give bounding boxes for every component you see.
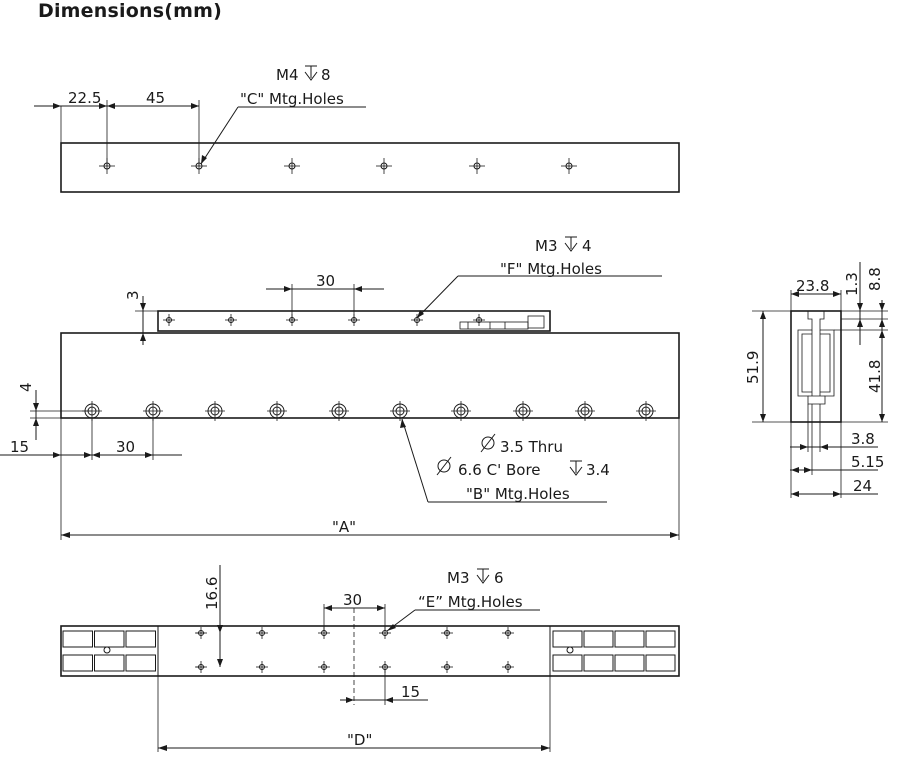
magnet-block: [583, 630, 614, 648]
end-t2-label: 8.8: [866, 267, 884, 291]
depth-symbol-icon: [569, 460, 583, 476]
alignment-pin-icon: [103, 646, 111, 654]
page-title: Dimensions(mm): [38, 0, 222, 22]
f-mounting-hole: [473, 314, 485, 326]
f-thread-label: M3: [535, 237, 558, 255]
c-mounting-hole: [284, 158, 300, 174]
b-mounting-hole: [329, 401, 349, 421]
c-mounting-holes: [99, 158, 577, 174]
end-w3-label: 24: [853, 477, 872, 495]
b-mounting-hole: [143, 401, 163, 421]
connector-detail: [459, 315, 545, 330]
length-a-label: "A": [332, 518, 356, 536]
b-mounting-hole: [451, 401, 471, 421]
side-view-body: [60, 332, 680, 419]
end-w2-label: 5.15: [851, 453, 884, 471]
top-view: 22.5 45 M4 8 "C" Mtg.Holes: [34, 65, 680, 193]
b-pitch-label: 30: [116, 438, 135, 456]
end-view: 23.8 51.9 1.3 8.8 41.8 3.8: [744, 262, 888, 498]
b-thru-label: 3.5 Thru: [500, 438, 563, 456]
e-mounting-holes: [195, 627, 514, 673]
e-depth-label: 6: [494, 569, 504, 587]
magnet-block: [583, 654, 614, 672]
e-mounting-hole: [379, 661, 391, 673]
c-depth-label: 8: [321, 66, 331, 84]
e-holes-label: “E” Mtg.Holes: [418, 593, 523, 611]
c-mounting-hole: [561, 158, 577, 174]
c-holes-label: "C" Mtg.Holes: [240, 90, 344, 108]
step-height-label: 3: [124, 290, 142, 300]
e-height-label: 16.6: [203, 577, 221, 610]
b-offset-label: 15: [10, 438, 29, 456]
c-mounting-hole: [469, 158, 485, 174]
b-mounting-hole: [267, 401, 287, 421]
e-mounting-hole: [256, 627, 268, 639]
e-pitch-label: 30: [343, 591, 362, 609]
diameter-symbol-icon: [436, 456, 452, 476]
depth-symbol-icon: [476, 568, 490, 584]
magnet-block: [62, 630, 93, 648]
length-d-label: "D": [347, 731, 372, 749]
e-mounting-hole: [256, 661, 268, 673]
magnet-block: [645, 630, 676, 648]
b-cbore-label: 6.6 C' Bore: [458, 461, 541, 479]
f-pitch-label: 30: [316, 272, 335, 290]
magnet-block: [552, 654, 583, 672]
end-height-label: 51.9: [744, 351, 762, 384]
b-mounting-hole: [390, 401, 410, 421]
b-holes-label: "B" Mtg.Holes: [466, 485, 570, 503]
end-t1-label: 1.3: [843, 272, 861, 296]
f-depth-label: 4: [582, 237, 592, 255]
f-holes-label: "F" Mtg.Holes: [500, 260, 602, 278]
b-mounting-hole: [205, 401, 225, 421]
magnet-block: [94, 654, 125, 672]
b-mounting-hole: [636, 401, 656, 421]
b-height-label: 4: [17, 382, 35, 392]
e-mounting-hole: [441, 627, 453, 639]
c-pitch-label: 45: [146, 89, 165, 107]
magnet-block: [125, 630, 156, 648]
magnet-block: [94, 630, 125, 648]
bottom-view: 16.6 30 15 "D" M3 6 “E” Mtg.Holes: [60, 565, 680, 752]
b-cbore-depth-label: 3.4: [586, 461, 610, 479]
depth-symbol-icon: [564, 236, 578, 252]
depth-symbol-icon: [304, 65, 318, 81]
f-mounting-hole: [163, 314, 175, 326]
e-mounting-hole: [379, 627, 391, 639]
diameter-symbol-icon: [480, 433, 496, 453]
magnet-block: [645, 654, 676, 672]
magnet-blocks: [62, 630, 676, 672]
end-h2-label: 41.8: [866, 360, 884, 393]
c-mounting-hole: [376, 158, 392, 174]
magnet-block: [62, 654, 93, 672]
e-mounting-hole: [441, 661, 453, 673]
c-first-offset-label: 22.5: [68, 89, 101, 107]
e-mounting-hole: [502, 661, 514, 673]
b-mounting-holes: [82, 401, 656, 421]
c-thread-label: M4: [276, 66, 299, 84]
alignment-pin-icon: [566, 646, 574, 654]
magnet-block: [614, 654, 645, 672]
f-mounting-hole: [225, 314, 237, 326]
magnet-block: [125, 654, 156, 672]
e-offset-label: 15: [401, 683, 420, 701]
bottom-view-body: [60, 625, 680, 677]
e-thread-label: M3: [447, 569, 470, 587]
f-mounting-holes: [163, 314, 485, 326]
magnet-block: [614, 630, 645, 648]
e-mounting-hole: [318, 661, 330, 673]
end-width-top-label: 23.8: [796, 277, 829, 295]
side-view: 3 30 M3 4 "F" Mtg.Holes 4: [0, 236, 680, 540]
b-mounting-hole: [575, 401, 595, 421]
end-view-body: [790, 310, 842, 423]
magnet-block: [552, 630, 583, 648]
end-w1-label: 3.8: [851, 430, 875, 448]
e-mounting-hole: [502, 627, 514, 639]
b-mounting-hole: [513, 401, 533, 421]
top-view-body: [60, 142, 680, 193]
